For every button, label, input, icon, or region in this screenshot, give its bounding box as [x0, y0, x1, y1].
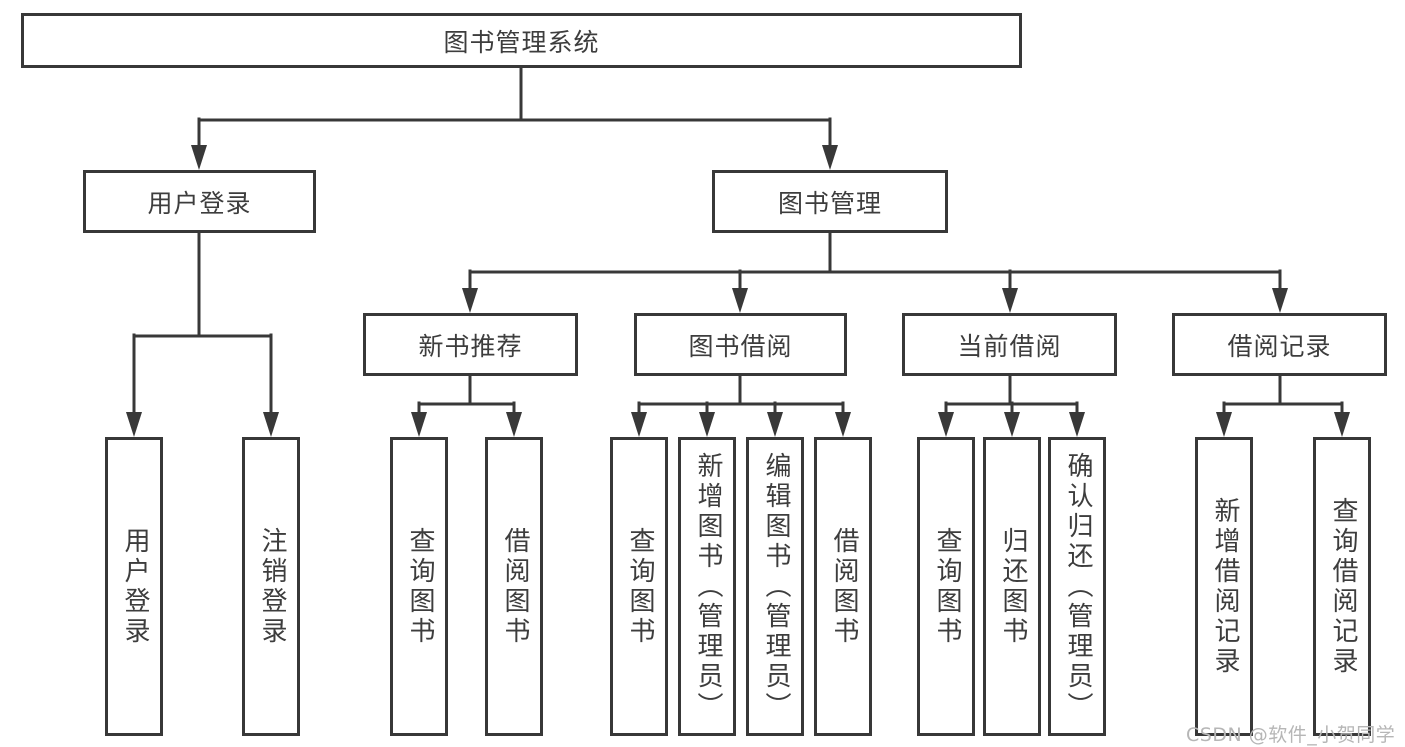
- connector-book-borrow-branch: [631, 374, 851, 437]
- leaf-query-books-recommend: 查询图书: [390, 437, 448, 736]
- leaf-borrow-books-recommend: 借阅图书: [485, 437, 543, 736]
- leaf-label: 编辑图书（管理员）: [760, 451, 791, 722]
- leaf-label: 借阅图书: [499, 526, 530, 647]
- connector-user-login-branch: [126, 231, 279, 437]
- leaf-label: 归还图书: [997, 526, 1028, 647]
- leaf-label: 确认归还（管理员）: [1062, 451, 1093, 722]
- leaf-label: 借阅图书: [828, 526, 859, 647]
- connector-book-management-branch: [462, 231, 1288, 313]
- leaf-return-book: 归还图书: [983, 437, 1041, 736]
- node-new-book-recommend: 新书推荐: [363, 313, 578, 376]
- leaf-add-borrow-record: 新增借阅记录: [1195, 437, 1253, 736]
- leaf-label: 查询借阅记录: [1327, 496, 1358, 677]
- connector-new-book-branch: [411, 374, 522, 437]
- leaf-label: 注销登录: [256, 526, 287, 647]
- node-current-borrow: 当前借阅: [902, 313, 1117, 376]
- leaf-add-book-admin: 新增图书（管理员）: [678, 437, 736, 736]
- leaf-query-books-borrow: 查询图书: [610, 437, 668, 736]
- leaf-logout: 注销登录: [242, 437, 300, 736]
- leaf-label: 查询图书: [404, 526, 435, 647]
- leaf-label: 用户登录: [119, 526, 150, 647]
- node-book-management: 图书管理: [712, 170, 948, 233]
- connector-borrow-record-branch: [1216, 374, 1350, 437]
- node-root: 图书管理系统: [21, 13, 1022, 68]
- csdn-watermark: CSDN @软件_小贺同学: [1186, 724, 1396, 746]
- leaf-label: 查询图书: [931, 526, 962, 647]
- leaf-confirm-return-admin: 确认归还（管理员）: [1048, 437, 1106, 736]
- connector-root-to-level2: [191, 65, 838, 170]
- leaf-label: 新增图书（管理员）: [692, 451, 723, 722]
- node-borrow-records: 借阅记录: [1172, 313, 1387, 376]
- leaf-edit-book-admin: 编辑图书（管理员）: [746, 437, 804, 736]
- leaf-query-books-current: 查询图书: [917, 437, 975, 736]
- leaf-label: 新增借阅记录: [1209, 496, 1240, 677]
- connector-current-borrow-branch: [938, 374, 1085, 437]
- leaf-user-login: 用户登录: [105, 437, 163, 736]
- node-book-borrow: 图书借阅: [634, 313, 847, 376]
- leaf-query-borrow-record: 查询借阅记录: [1313, 437, 1371, 736]
- node-user-login: 用户登录: [83, 170, 316, 233]
- leaf-label: 查询图书: [624, 526, 655, 647]
- leaf-borrow-books: 借阅图书: [814, 437, 872, 736]
